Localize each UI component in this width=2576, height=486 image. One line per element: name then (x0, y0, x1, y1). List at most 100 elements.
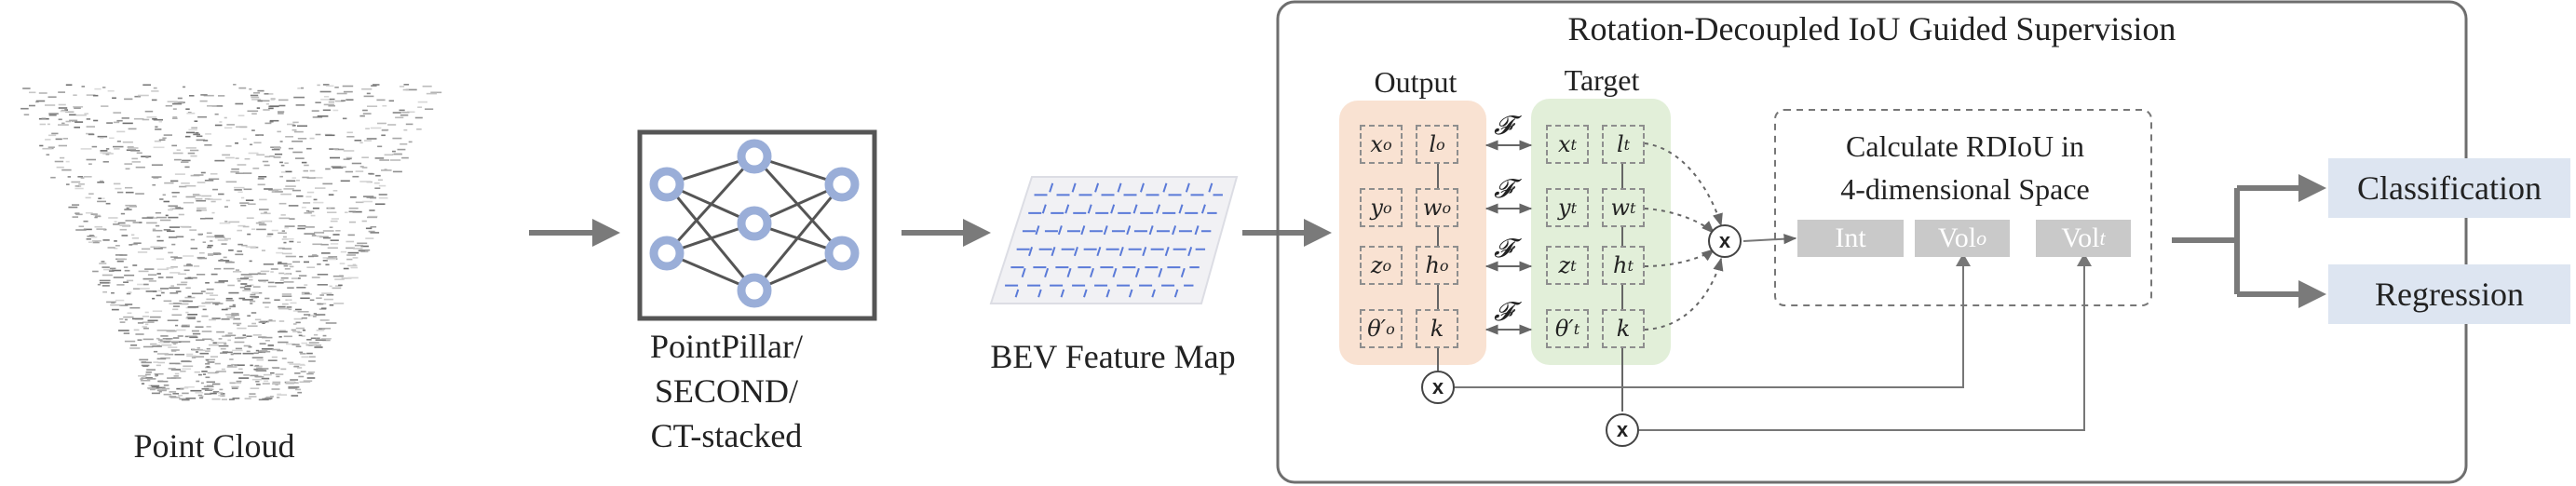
point-cloud-dot (141, 248, 151, 250)
point-cloud-dot (39, 123, 47, 126)
point-cloud-dot (309, 137, 315, 140)
point-cloud-dot (335, 230, 341, 232)
point-cloud-dot (214, 113, 219, 115)
point-cloud-dot (271, 191, 282, 193)
point-cloud-dot (289, 363, 301, 365)
point-cloud-dot (261, 250, 265, 251)
point-cloud-dot (135, 166, 145, 169)
point-cloud-dot (250, 284, 254, 287)
point-cloud-dot (346, 156, 353, 159)
point-cloud-dot (359, 181, 371, 182)
point-cloud-dot (170, 369, 182, 371)
point-cloud-dot (154, 140, 161, 142)
point-cloud-dot (136, 152, 142, 155)
point-cloud-dot (301, 335, 305, 337)
point-cloud-dot (326, 258, 337, 261)
point-cloud-dot (109, 267, 116, 270)
point-cloud-dot (121, 235, 129, 236)
point-cloud-dot (205, 358, 216, 361)
point-cloud-dot (150, 343, 157, 345)
point-cloud-dot (292, 331, 300, 332)
point-cloud-dot (168, 368, 176, 370)
point-cloud-dot (170, 340, 179, 343)
point-cloud-dot (278, 320, 285, 322)
point-cloud-dot (171, 208, 183, 209)
point-cloud-dot (294, 372, 301, 374)
point-cloud-dot (293, 317, 303, 320)
point-cloud-dot (349, 196, 357, 198)
point-cloud-dot (176, 387, 184, 390)
point-cloud-dot (328, 208, 332, 210)
point-cloud-dot (280, 368, 287, 371)
point-cloud-dot (65, 84, 73, 86)
point-cloud-dot (244, 285, 252, 288)
point-cloud-dot (199, 218, 206, 220)
point-cloud-dot (181, 182, 190, 184)
point-cloud-dot (98, 197, 105, 199)
point-cloud-dot (229, 305, 236, 308)
point-cloud-dot (225, 156, 235, 159)
point-cloud-dot (185, 287, 191, 290)
point-cloud-dot (218, 95, 225, 97)
point-cloud-dot (268, 189, 279, 191)
point-cloud-dot (203, 385, 214, 388)
point-cloud-dot (156, 364, 161, 367)
point-cloud-dot (225, 307, 232, 310)
point-cloud-dot (99, 180, 103, 182)
point-cloud-dot (125, 191, 134, 194)
point-cloud-dot (164, 353, 174, 356)
point-cloud-dot (237, 336, 247, 339)
point-cloud-dot (417, 106, 423, 108)
point-cloud-dot (334, 87, 339, 88)
point-cloud-dot (115, 254, 123, 256)
point-cloud-dot (200, 382, 204, 385)
point-cloud-dot (172, 196, 177, 197)
point-cloud-dot (169, 396, 177, 398)
point-cloud-dot (128, 128, 137, 130)
point-cloud-dot (214, 304, 219, 305)
point-cloud-dot (48, 113, 59, 115)
point-cloud-dot (100, 150, 108, 152)
point-cloud-dot (238, 87, 247, 89)
regression-label: Regression (2375, 276, 2524, 313)
point-cloud-dot (232, 349, 243, 352)
point-cloud-dot (306, 177, 316, 179)
point-cloud-dot (224, 116, 227, 119)
point-cloud-dot (130, 150, 141, 152)
point-cloud-dot (325, 85, 334, 88)
point-cloud-dot (127, 146, 134, 148)
point-cloud-dot (205, 388, 214, 391)
point-cloud-dot (308, 342, 319, 344)
point-cloud-dot (185, 135, 191, 138)
point-cloud-dot (276, 375, 280, 378)
point-cloud-dot (172, 115, 178, 118)
target-cell-theta: θ′t (1546, 309, 1589, 348)
point-cloud-dot (228, 291, 239, 294)
point-cloud-dot (370, 196, 377, 199)
regression-box: Regression (2328, 264, 2570, 324)
point-cloud-dot (137, 339, 142, 341)
point-cloud-dot (198, 397, 204, 399)
point-cloud-dot (193, 174, 204, 176)
point-cloud-dot (94, 216, 98, 219)
point-cloud-dot (318, 303, 324, 305)
point-cloud-dot (343, 158, 350, 160)
point-cloud-dot (150, 385, 160, 387)
point-cloud-dot (164, 229, 171, 231)
point-cloud-dot (193, 195, 202, 196)
point-cloud-dot (171, 350, 177, 352)
point-cloud-dot (131, 237, 140, 239)
point-cloud-dot (320, 243, 329, 246)
point-cloud-dot (309, 314, 320, 317)
point-cloud-dot (154, 246, 161, 248)
point-cloud-dot (364, 140, 372, 142)
point-cloud-dot (86, 238, 91, 240)
point-cloud-dot (185, 147, 197, 149)
point-cloud-dot (303, 380, 313, 382)
point-cloud-dot (286, 180, 296, 182)
point-cloud-dot (119, 317, 124, 320)
point-cloud-dot (119, 304, 129, 306)
point-cloud-dot (278, 305, 286, 308)
